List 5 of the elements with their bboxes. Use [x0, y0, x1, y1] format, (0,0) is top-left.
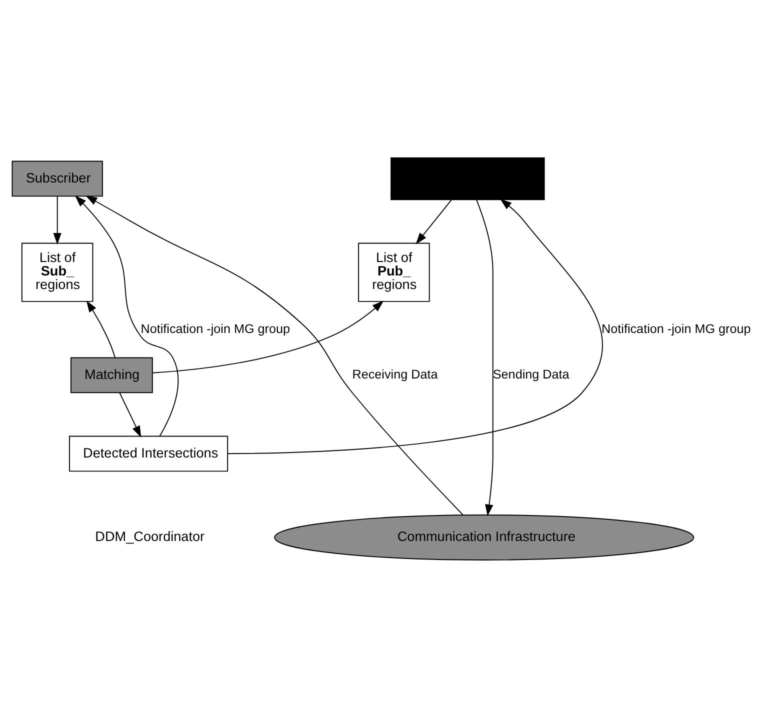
edge-label: Receiving Data: [352, 367, 438, 382]
label: DDM_Coordinator: [95, 529, 205, 544]
edge-label: Sending Data: [492, 367, 570, 382]
edge-label: Notification -join MG group: [140, 322, 290, 336]
edge-label: Notification -join MG group: [602, 322, 751, 336]
